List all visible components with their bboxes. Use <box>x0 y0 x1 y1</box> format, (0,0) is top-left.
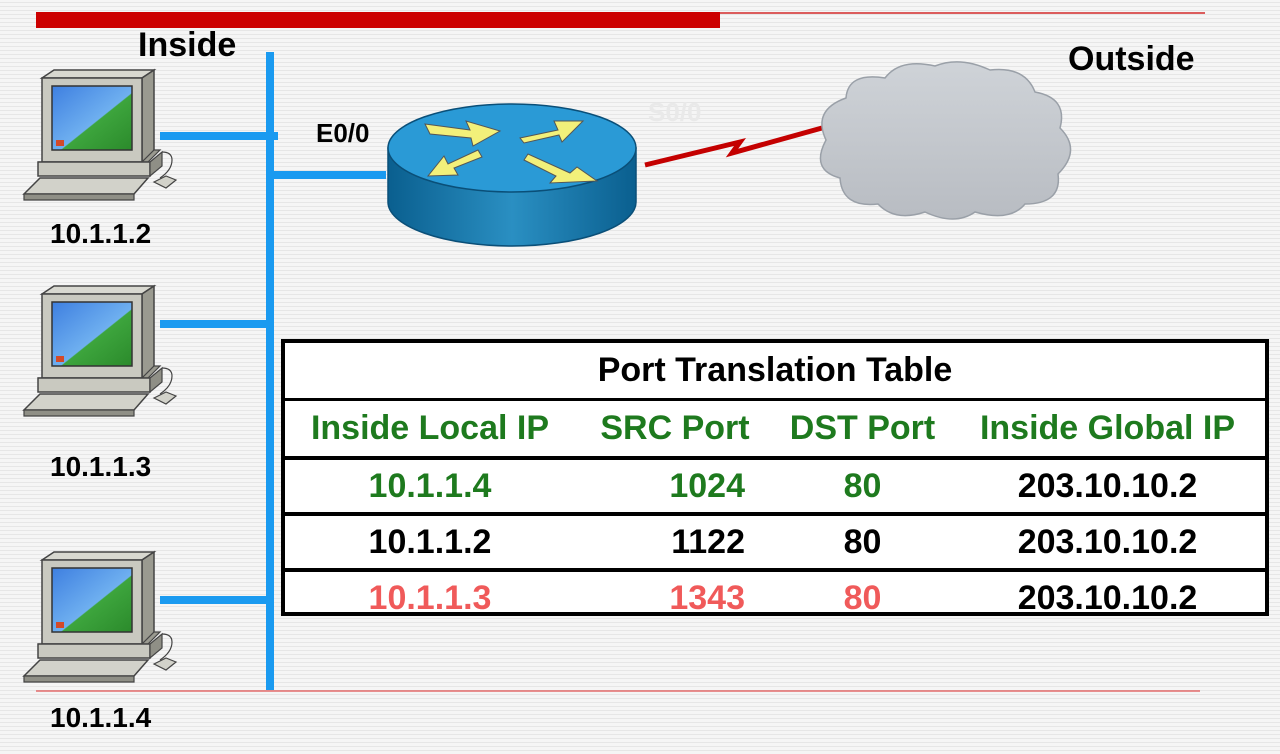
e00-interface-label: E0/0 <box>316 118 370 148</box>
port-translation-table: Port Translation Table Inside Local IP S… <box>281 339 1269 617</box>
column-header: SRC Port <box>600 409 750 447</box>
pc-icon-2 <box>23 285 177 417</box>
pc-icon-3 <box>23 551 177 683</box>
column-header: DST Port <box>789 409 936 447</box>
internet-cloud-icon <box>819 61 1072 220</box>
router-icon <box>387 103 637 247</box>
outside-label: Outside <box>1068 40 1195 78</box>
table-cell: 1122 <box>671 523 745 561</box>
host-ip-label-1: 10.1.1.2 <box>50 218 152 249</box>
inside-label: Inside <box>138 26 237 64</box>
table-cell: 203.10.10.2 <box>1017 467 1198 505</box>
table-title: Port Translation Table <box>597 351 953 389</box>
serial-link <box>644 125 823 168</box>
table-row: 10.1.1.3 1343 80 203.10.10.2 <box>285 568 1265 624</box>
table-row: 10.1.1.4 1024 80 203.10.10.2 <box>285 456 1265 512</box>
lan-link-pc1 <box>160 132 278 140</box>
table-cell: 10.1.1.4 <box>368 467 492 505</box>
table-cell: 80 <box>843 579 882 617</box>
host-ip-label-3: 10.1.1.4 <box>50 702 152 733</box>
lan-backbone <box>266 52 274 690</box>
table-cell: 80 <box>843 523 882 561</box>
table-header-row: Inside Local IP SRC Port DST Port Inside… <box>285 398 1265 456</box>
lan-link-router <box>270 171 386 179</box>
host-ip-label-2: 10.1.1.3 <box>50 451 152 482</box>
table-cell: 203.10.10.2 <box>1017 579 1198 617</box>
table-cell: 10.1.1.3 <box>368 579 492 617</box>
column-header: Inside Global IP <box>979 409 1236 447</box>
table-cell: 1024 <box>669 467 745 505</box>
table-cell: 203.10.10.2 <box>1017 523 1198 561</box>
pc-icon-1 <box>23 69 177 201</box>
column-header: Inside Local IP <box>310 409 550 447</box>
table-row: 10.1.1.2 1122 80 203.10.10.2 <box>285 512 1265 568</box>
table-cell: 1343 <box>669 579 745 617</box>
table-cell: 80 <box>843 467 882 505</box>
lan-link-pc2 <box>160 320 270 328</box>
table-cell: 10.1.1.2 <box>368 523 492 561</box>
s00-interface-label: S0/0 <box>648 97 702 127</box>
title-bar-accent <box>36 12 720 28</box>
lan-link-pc3 <box>160 596 270 604</box>
